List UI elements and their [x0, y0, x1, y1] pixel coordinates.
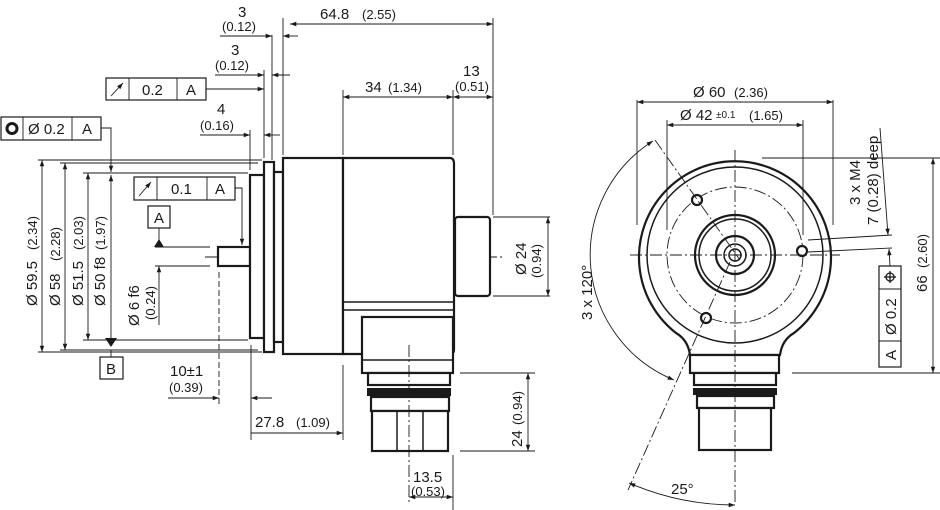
- dim-height-inch: (2.60): [915, 234, 930, 268]
- side-view: 64.8 (2.55) 3 (0.12) 3 (0.12) 4 (0.16) 3…: [0, 4, 551, 510]
- fcf-concentricity: Ø 0.2 A: [0, 116, 114, 173]
- angle-arc-25: [628, 482, 736, 508]
- runout-icon: [110, 82, 124, 97]
- flange-step: [272, 170, 285, 344]
- fcf-position: Ø 0.2 A: [878, 265, 902, 368]
- dim-cap-inch: (0.51): [455, 79, 489, 94]
- dim-overall-value: 64.8: [320, 6, 349, 23]
- fcf-tolerance: 0.2: [142, 82, 163, 99]
- shaft: [216, 245, 252, 268]
- flange: [262, 160, 276, 354]
- dim-overall-inch: (2.55): [362, 7, 396, 22]
- fcf-datum: A: [82, 121, 92, 138]
- dim-cap-dia-value: Ø 24: [513, 242, 530, 275]
- hole: [795, 244, 809, 258]
- dim-d42-value: Ø 42: [680, 107, 713, 124]
- position-icon: [884, 271, 896, 283]
- connector-block: [360, 315, 455, 375]
- hole: [699, 311, 713, 325]
- fcf-tolerance: Ø 0.2: [883, 298, 900, 335]
- connector-nut: [370, 409, 450, 453]
- dim-shaft-len-inch: (0.39): [169, 380, 203, 395]
- dim-flange-a-inch: (0.12): [222, 19, 256, 34]
- end-cap: [453, 215, 492, 298]
- front-view: Ø 60 (2.36) Ø 42 ±0.1 (1.65) 3 x M4 7 (0…: [579, 84, 940, 508]
- runout-icon: [138, 181, 152, 197]
- dim-d59-5-value: Ø 59.5: [24, 261, 41, 306]
- spigot: [248, 173, 266, 340]
- dim-d60-inch: (2.36): [734, 85, 768, 100]
- dim-d51-5-value: Ø 51.5: [70, 261, 87, 306]
- dim-shaft-value: Ø 6 f6: [126, 285, 143, 326]
- dim-connector-len-inch: (0.94): [510, 391, 525, 425]
- dim-d42-tolerance: ±0.1: [716, 110, 736, 121]
- concentricity-icon: [5, 122, 19, 135]
- angle-offset-label: 25°: [671, 481, 694, 498]
- dim-d50-value: Ø 50 f8: [92, 257, 109, 306]
- dim-d51-5-inch: (2.03): [71, 216, 86, 250]
- dim-cap-value: 13: [463, 63, 480, 80]
- dim-d42-inch: (1.65): [749, 108, 783, 123]
- fcf-runout-0-1: 0.1 A: [133, 176, 245, 246]
- dim-d58-value: Ø 58: [47, 273, 64, 306]
- dim-height-value: 66: [914, 275, 931, 292]
- fcf-datum: A: [186, 82, 196, 99]
- dim-spigot-inch: (0.16): [200, 118, 234, 133]
- fcf-tolerance: Ø 0.2: [28, 121, 65, 138]
- datum-b-box: [99, 356, 124, 380]
- dim-connector-pos-inch: (1.09): [296, 415, 330, 430]
- dim-connector-off-value: 13.5: [413, 469, 442, 486]
- angle-pattern-label: 3 x 120°: [579, 265, 596, 320]
- datum-b-label: B: [106, 361, 116, 378]
- angle-arc-120: [589, 140, 675, 381]
- holes-note-line1: 3 x M4: [847, 160, 864, 205]
- datum-a-label: A: [154, 210, 164, 227]
- dim-flange-b-inch: (0.12): [215, 58, 249, 73]
- fcf-datum: A: [883, 350, 900, 360]
- dim-shaft-inch: (0.24): [143, 286, 158, 320]
- dim-d59-5-inch: (2.34): [25, 216, 40, 250]
- dim-flange-b-value: 3: [231, 42, 239, 59]
- dim-connector-off-inch: (0.53): [411, 484, 445, 499]
- hole: [690, 193, 704, 207]
- dim-d60-value: Ø 60: [693, 84, 726, 101]
- dim-flange-a-value: 3: [238, 4, 246, 21]
- dim-cap-dia-inch: (0.94): [529, 244, 544, 278]
- dim-shaft-len-value: 10±1: [170, 363, 203, 380]
- dim-connector-len-value: 24: [509, 430, 526, 447]
- fcf-runout-0-2: 0.2 A: [105, 77, 264, 101]
- holes-note-line2: 7 (0.28) deep: [865, 136, 882, 225]
- housing-rear: [281, 156, 345, 356]
- dim-body-inch: (1.34): [388, 80, 422, 95]
- dim-connector-pos-value: 27.8: [255, 414, 284, 431]
- fcf-datum: A: [215, 181, 225, 198]
- dim-d58-inch: (2.28): [48, 227, 63, 261]
- dim-body-value: 34: [365, 79, 382, 96]
- fcf-tolerance: 0.1: [171, 181, 192, 198]
- dim-spigot-value: 4: [217, 101, 225, 118]
- dim-d50-inch: (1.97): [93, 216, 108, 250]
